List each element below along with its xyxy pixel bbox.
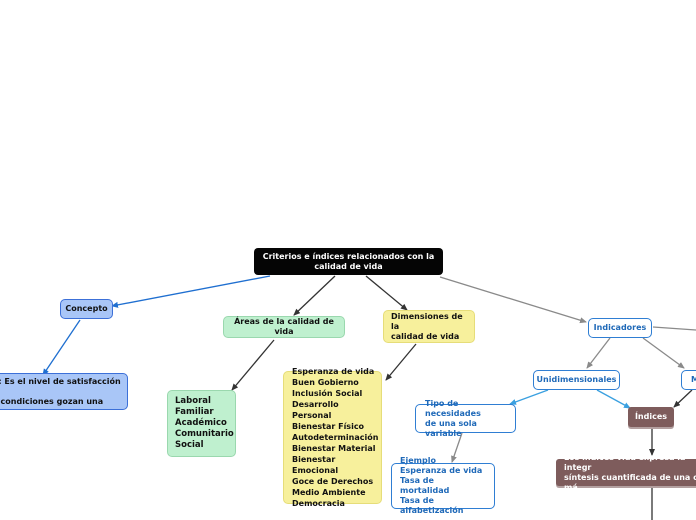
- multidimensionales-label: M: [691, 375, 696, 384]
- link-concepto-text: [42, 319, 81, 376]
- link-indicadores-multi: [642, 337, 685, 369]
- areas-node[interactable]: Áreas de la calidad de vida: [223, 316, 345, 338]
- link-dimensiones-list: [385, 343, 417, 381]
- indices-description-node[interactable]: Los índices vida expresa la integr sínte…: [556, 453, 696, 492]
- unidimensionales-label: Unidimensionales: [536, 375, 617, 384]
- unidimensionales-node[interactable]: Unidimensionales: [533, 370, 620, 390]
- link-areas-list: [231, 339, 275, 391]
- link-root-dimensiones: [365, 275, 408, 311]
- dimensiones-list-text: Esperanza de vida Buen Gobierno Inclusió…: [292, 367, 379, 508]
- concepto-node[interactable]: Concepto: [60, 299, 113, 319]
- dimensiones-label: Dimensiones de la calidad de vida: [391, 311, 463, 341]
- tipo-necesidades-label: Tipo de necesidades de una sola variable: [425, 398, 481, 438]
- areas-label: Áreas de la calidad de vida: [234, 317, 334, 336]
- link-multi-indices: [673, 389, 693, 408]
- ejemplo-node[interactable]: Ejemplo Esperanza de vida Tasa de mortal…: [391, 456, 495, 515]
- concepto-definition-node[interactable]: a: Es el nivel de satisfacción y s condi…: [0, 373, 128, 410]
- link-tipo-ejemplo: [451, 432, 463, 463]
- multidimensionales-node[interactable]: M: [681, 370, 696, 390]
- indicadores-label: Indicadores: [593, 323, 647, 332]
- dimensiones-list-node[interactable]: Esperanza de vida Buen Gobierno Inclusió…: [283, 367, 382, 508]
- indices-label: Índices: [634, 412, 668, 421]
- indices-description-text: Los índices vida expresa la integr sínte…: [564, 452, 696, 492]
- concepto-label: Concepto: [65, 304, 108, 313]
- concepto-definition-text: a: Es el nivel de satisfacción y s condi…: [0, 376, 121, 406]
- areas-list-text: Laboral Familiar Académico Comunitario S…: [175, 396, 234, 450]
- dimensiones-node[interactable]: Dimensiones de la calidad de vida: [383, 310, 475, 343]
- link-unidimensionales-tipo: [509, 389, 549, 405]
- indicadores-node[interactable]: Indicadores: [588, 318, 652, 338]
- indices-node[interactable]: Índices: [628, 407, 674, 427]
- areas-list-node[interactable]: Laboral Familiar Académico Comunitario S…: [167, 390, 236, 457]
- link-root-concepto: [111, 275, 271, 308]
- link-root-indicadores: [439, 276, 587, 324]
- tipo-necesidades-node[interactable]: Tipo de necesidades de una sola variable: [415, 399, 516, 438]
- link-root-areas: [293, 275, 336, 316]
- ejemplo-text: Ejemplo Esperanza de vida Tasa de mortal…: [400, 456, 483, 515]
- link-indicadores-right: [652, 326, 696, 331]
- link-indicadores-unidimensionales: [586, 337, 611, 369]
- root-node[interactable]: Criterios e índices relacionados con la …: [254, 248, 443, 275]
- link-unidimensionales-indices: [596, 389, 631, 409]
- root-label: Criterios e índices relacionados con la …: [262, 251, 435, 271]
